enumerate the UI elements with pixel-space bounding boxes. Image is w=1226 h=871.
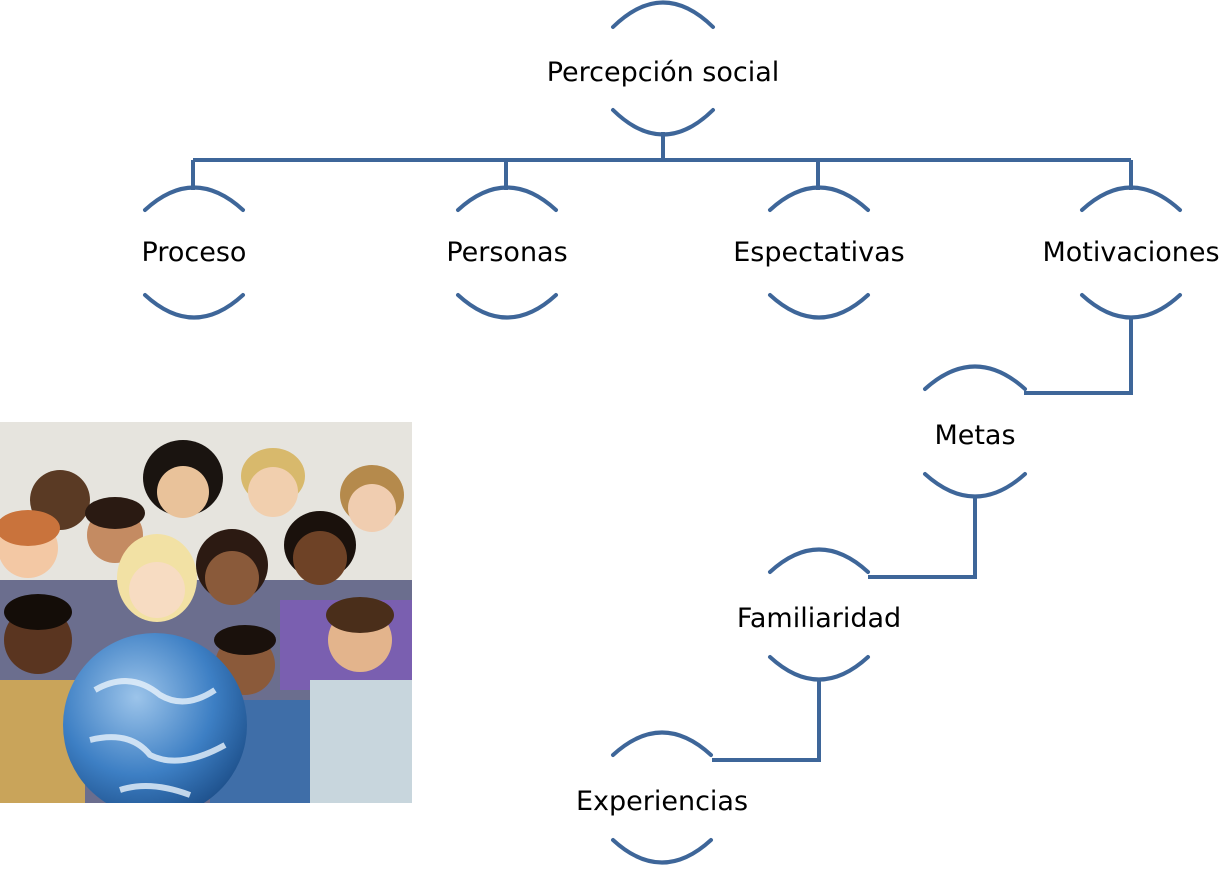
connector-lines — [191, 132, 1133, 762]
top-arc — [768, 185, 870, 212]
node-label: Percepción social — [547, 57, 780, 88]
node-experiencias: Experiencias — [576, 730, 748, 865]
node-metas: Metas — [923, 364, 1027, 499]
child-hair — [85, 497, 145, 529]
top-arc — [611, 730, 713, 757]
top-arc — [611, 0, 715, 29]
node-label: Espectativas — [733, 237, 905, 268]
bottom-arc — [611, 838, 713, 865]
node-label: Motivaciones — [1042, 237, 1219, 268]
child-head — [157, 466, 209, 518]
top-arc — [768, 547, 870, 574]
top-arc — [1080, 185, 1182, 212]
child-head — [129, 562, 185, 618]
connector-familiaridad-experiencias — [712, 680, 821, 762]
child-hair — [4, 594, 72, 630]
node-label: Familiaridad — [737, 603, 901, 634]
children-photo — [0, 422, 412, 803]
child-hair — [326, 597, 394, 633]
bottom-arc — [768, 293, 870, 320]
node-espectativas: Espectativas — [733, 185, 905, 320]
node-motivaciones: Motivaciones — [1042, 185, 1220, 320]
child-head — [293, 531, 347, 585]
bottom-arc — [923, 472, 1027, 499]
child-head — [205, 551, 259, 605]
connector-motivaciones-metas — [1024, 317, 1133, 395]
child-head — [248, 467, 298, 517]
bottom-arc — [768, 655, 870, 682]
bottom-arc — [1080, 293, 1182, 320]
node-personas: Personas — [446, 185, 568, 320]
top-arc — [143, 185, 245, 212]
top-arc — [456, 185, 558, 212]
child-hair — [214, 625, 276, 655]
node-label: Proceso — [142, 237, 247, 268]
node-label: Metas — [934, 420, 1015, 451]
node-familiaridad: Familiaridad — [737, 547, 901, 682]
child-hair — [0, 510, 60, 546]
top-arc — [923, 364, 1027, 391]
node-proceso: Proceso — [142, 185, 247, 320]
node-percepcion-social: Percepción social — [547, 0, 780, 137]
globe-clouds — [89, 678, 227, 798]
connector-metas-familiaridad — [868, 496, 977, 579]
node-label: Personas — [446, 237, 567, 268]
bottom-arc — [611, 108, 715, 137]
globe — [63, 633, 247, 803]
bottom-arc — [143, 293, 245, 320]
child-head — [348, 484, 396, 532]
bottom-arc — [456, 293, 558, 320]
child-shirt — [310, 680, 412, 803]
node-label: Experiencias — [576, 786, 748, 817]
